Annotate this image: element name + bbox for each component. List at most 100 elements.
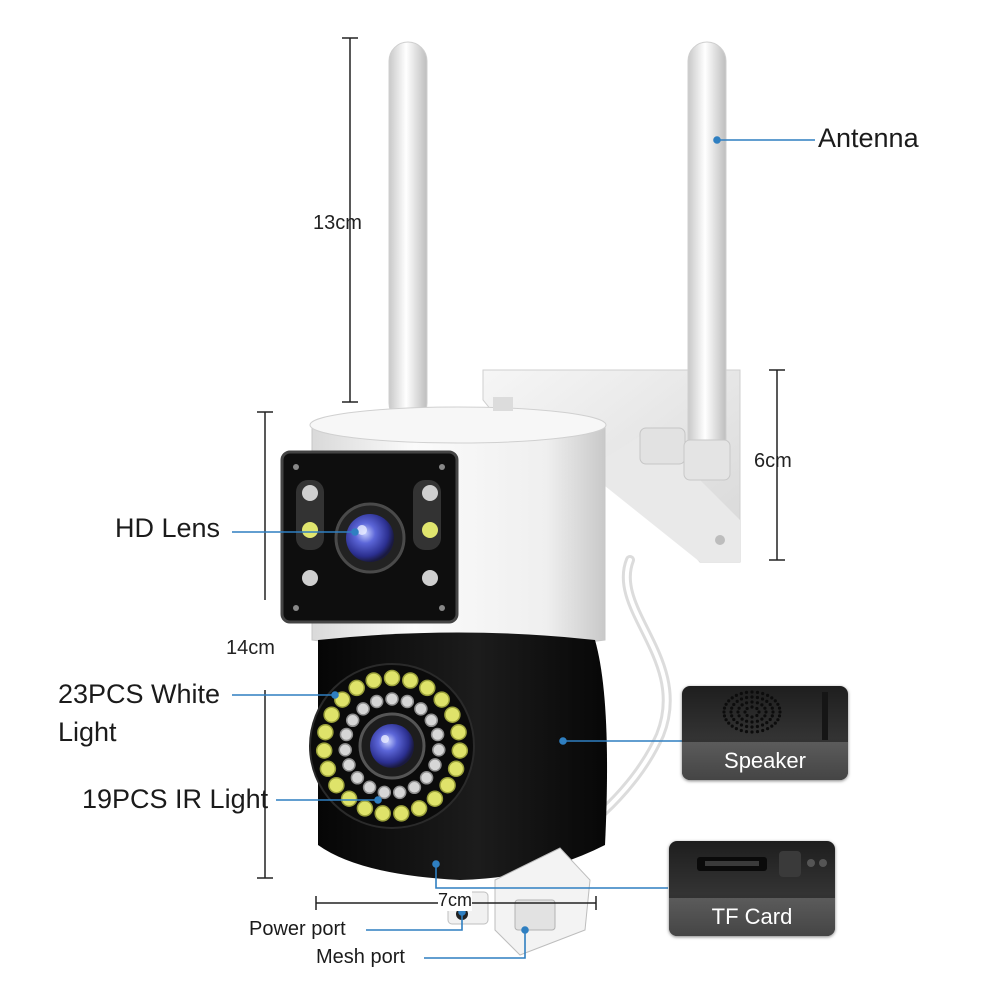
speaker-hole: [755, 713, 759, 718]
ir-led: [350, 771, 365, 785]
callout-lines: [232, 136, 815, 959]
speaker-hole: [766, 693, 770, 697]
white-light-label-line1: 23PCS White: [58, 679, 221, 709]
speaker-hole: [722, 706, 727, 710]
speaker-hole: [776, 718, 780, 722]
speaker-hole: [744, 690, 749, 694]
speaker-hole: [771, 710, 775, 714]
white-led-ring: [315, 669, 469, 822]
ir-led: [338, 743, 352, 757]
speaker-hole: [764, 710, 768, 714]
ir-led: [419, 771, 434, 785]
speaker-hole: [768, 702, 772, 707]
white-led: [356, 800, 374, 817]
speaker-hole: [757, 710, 761, 714]
speaker-hole: [745, 724, 749, 729]
speaker-hole: [743, 710, 747, 714]
speaker-hole: [730, 696, 734, 700]
antenna-label: Antenna: [818, 123, 919, 153]
mesh-port-label: Mesh port: [316, 946, 405, 968]
speaker-hole: [750, 725, 754, 729]
speaker-hole: [755, 695, 759, 700]
tf-card-slot-icon: [697, 851, 827, 877]
white-led: [323, 706, 340, 723]
speaker-hole: [734, 693, 738, 697]
base-width-dimension: 7cm: [438, 890, 473, 911]
white-led: [433, 691, 450, 708]
speaker-hole: [735, 699, 739, 703]
speaker-hole: [744, 730, 749, 734]
speaker-hole: [745, 706, 749, 711]
speaker-hole: [777, 706, 782, 710]
speaker-hole: [734, 727, 738, 731]
speaker-hole: [745, 719, 749, 723]
white-led: [328, 776, 345, 794]
white-led: [426, 790, 444, 807]
speaker-hole: [750, 690, 754, 694]
speaker-hole: [750, 720, 754, 724]
white-light-label-line2: Light: [58, 717, 117, 747]
speaker-hole: [722, 710, 726, 714]
antenna-left: [388, 41, 428, 423]
speaker-hole: [763, 706, 767, 710]
ir-led: [377, 785, 392, 800]
ir-led: [369, 694, 384, 709]
speaker-hole: [750, 700, 754, 704]
speaker-hole: [768, 717, 772, 722]
speaker-hole: [755, 724, 759, 729]
white-led: [315, 742, 333, 759]
tf-card-inset: TF Card: [669, 841, 835, 936]
speaker-grille-icon: [722, 690, 828, 740]
speaker-hole: [776, 702, 780, 706]
white-led: [365, 672, 382, 689]
speaker-hole: [770, 696, 774, 700]
speaker-hole: [760, 717, 764, 721]
antenna-right: [683, 41, 731, 481]
speaker-hole: [745, 701, 749, 705]
white-led: [444, 706, 461, 723]
white-led: [340, 790, 358, 807]
white-led: [451, 742, 469, 759]
speaker-hole: [755, 730, 760, 734]
speaker-hole: [765, 699, 769, 703]
tf-card-caption: TF Card: [669, 898, 835, 936]
speaker-hole: [724, 718, 728, 722]
speaker-hole: [773, 721, 777, 725]
speaker-hole: [761, 728, 765, 733]
hd-lens-panel: [280, 450, 459, 624]
white-led: [402, 672, 419, 689]
ir-light-label: 19PCS IR Light: [82, 784, 269, 814]
speaker-hole: [770, 724, 774, 728]
speaker-hole: [765, 721, 769, 725]
white-led: [450, 723, 467, 741]
speaker-inset: Speaker: [682, 686, 848, 780]
speaker-hole: [750, 705, 754, 709]
speaker-hole: [739, 723, 744, 727]
speaker-hole: [724, 702, 728, 706]
white-led: [374, 805, 391, 822]
speaker-hole: [745, 695, 749, 700]
speaker-hole: [755, 719, 759, 723]
ir-led: [362, 780, 377, 795]
speaker-hole: [730, 714, 734, 718]
speaker-hole: [750, 695, 754, 699]
speaker-hole: [727, 721, 731, 725]
speaker-hole: [755, 701, 759, 705]
speaker-hole: [778, 710, 782, 714]
white-led: [410, 800, 428, 817]
speaker-hole: [732, 717, 736, 722]
white-led: [348, 679, 365, 697]
ir-led-ring: [338, 692, 446, 800]
white-led: [319, 760, 337, 778]
speaker-hole: [740, 717, 744, 721]
speaker-hole: [737, 706, 741, 710]
speaker-hole: [760, 723, 765, 727]
speaker-hole: [737, 714, 741, 718]
speaker-hole: [763, 714, 767, 718]
speaker-hole: [770, 706, 774, 710]
speaker-hole: [755, 690, 760, 694]
white-led: [317, 723, 334, 741]
ir-led: [407, 780, 422, 795]
speaker-hole: [736, 710, 740, 714]
